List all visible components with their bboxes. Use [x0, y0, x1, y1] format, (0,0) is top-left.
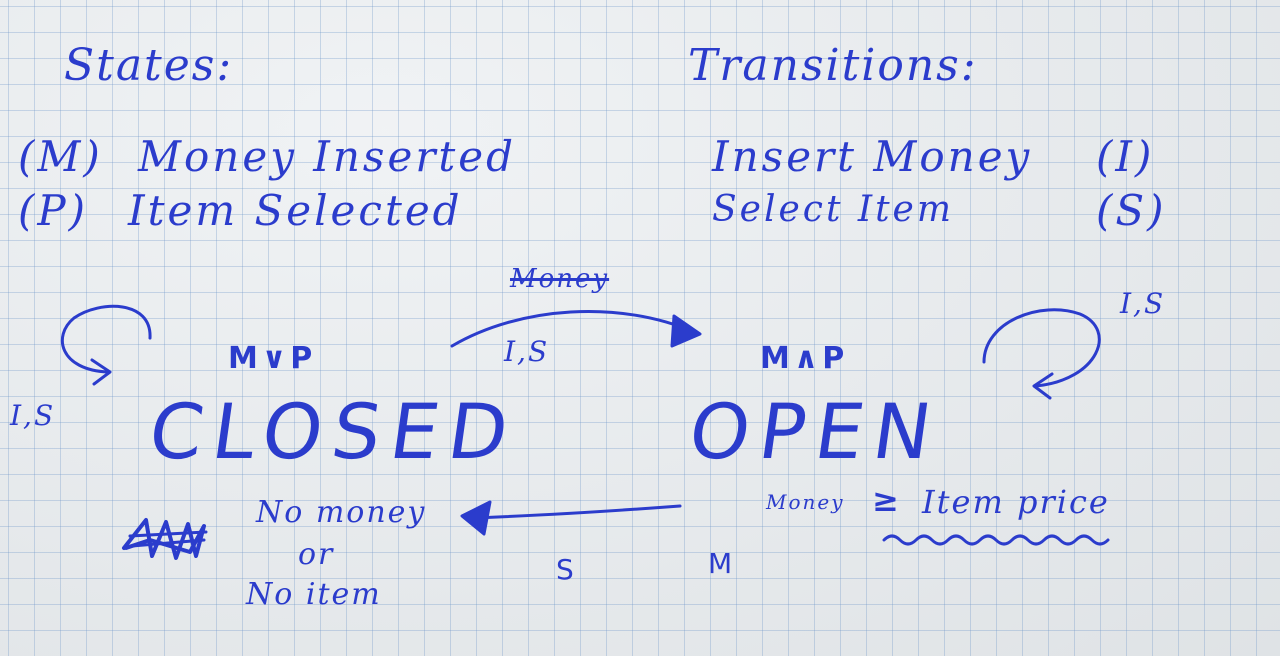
open-condition: M∧P: [760, 341, 849, 376]
open-note-item-price: Item price: [922, 483, 1110, 521]
closed-self-loop-label: I,S: [10, 399, 56, 432]
transition-legend-key-s: (S): [1096, 186, 1167, 235]
open-to-closed-arrow: [468, 504, 682, 520]
states-heading: States:: [64, 40, 234, 91]
open-self-loop-arrow: [982, 308, 1101, 388]
closed-note-line1: No money: [256, 495, 427, 530]
closed-condition: M∨P: [228, 341, 317, 376]
closed-note-line3: No item: [246, 577, 382, 612]
open-self-loop-arrowhead: [1032, 372, 1054, 400]
state-legend-key-p: (P): [18, 186, 89, 235]
state-legend-label-p: Item Selected: [128, 186, 463, 235]
item-price-squiggle: [882, 534, 1110, 546]
closed-note-line2: or: [298, 537, 335, 572]
open-note-symbol: ≥: [872, 481, 901, 519]
open-note-money: Money: [766, 490, 845, 514]
closed-to-open-arrowhead: [670, 314, 702, 348]
closed-self-loop-arrowhead: [90, 358, 112, 386]
open-to-closed-arrowhead: [460, 500, 492, 536]
closed-to-open-label: I,S: [504, 335, 550, 368]
state-legend-label-m: Money Inserted: [138, 132, 517, 181]
transition-legend-label-s: Select Item: [712, 189, 954, 230]
closed-self-loop-arrow: [60, 304, 152, 374]
state-legend-key-m: (M): [18, 132, 103, 181]
open-to-closed-label: S: [556, 553, 576, 586]
transition-legend-label-i: Insert Money: [712, 132, 1033, 181]
open-self-loop-label: I,S: [1120, 287, 1166, 320]
scribble-mark: [122, 518, 206, 560]
scribble-mark-2: [128, 530, 208, 548]
transitions-heading: Transitions:: [688, 40, 978, 91]
crossed-out-label: Money: [510, 264, 610, 294]
transition-legend-key-i: (I): [1096, 132, 1155, 181]
closed-to-open-arrow: [450, 310, 696, 348]
open-to-closed-extra-label: M: [708, 547, 735, 580]
